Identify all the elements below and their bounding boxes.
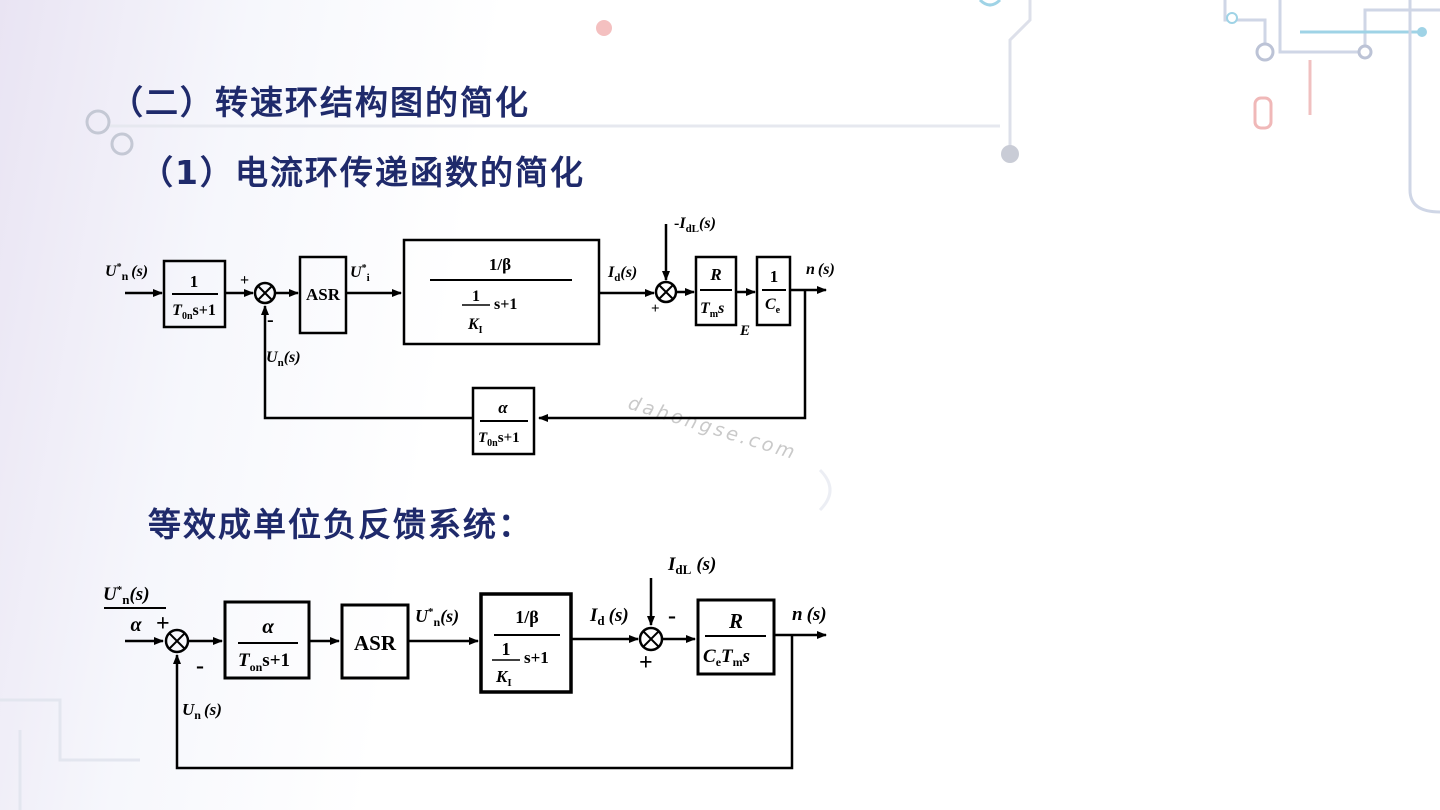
d1-asr-label: ASR <box>306 285 341 304</box>
d1-feedback-block <box>471 386 536 456</box>
d1-sum1-plus: + <box>240 272 249 289</box>
diagram-1 <box>125 224 827 456</box>
d1-id-label: Id(s) <box>607 264 637 284</box>
svg-text:Ce: Ce <box>765 296 781 316</box>
svg-text:1: 1 <box>190 272 199 291</box>
svg-text:s+1: s+1 <box>524 648 549 667</box>
d2-sum2-minus: - <box>668 603 676 629</box>
d1-ui-label: U*i <box>350 263 370 284</box>
svg-text:α: α <box>498 398 508 417</box>
svg-text:1/β: 1/β <box>489 255 511 274</box>
page-title: （二）转速环结构图的简化 <box>110 83 530 122</box>
svg-text:R: R <box>728 609 743 633</box>
d2-sum2-plus: + <box>639 650 653 676</box>
d1-e-label: E <box>739 323 750 339</box>
svg-text:Tms: Tms <box>700 300 724 320</box>
d2-plant-block <box>696 598 776 676</box>
d1-disturbance-label: -IdL(s) <box>674 215 716 235</box>
svg-text:CeTms: CeTms <box>703 646 750 669</box>
diagram-1-labels: U*n(s) 1 T0ns+1 + - ASR U*i 1/β 1 s+1 KI… <box>105 215 835 449</box>
svg-text:1: 1 <box>472 288 480 305</box>
diagram-2 <box>104 578 827 770</box>
d1-input-label: U*n(s) <box>105 262 148 283</box>
svg-text:1: 1 <box>770 267 779 286</box>
svg-text:1/β: 1/β <box>515 607 538 627</box>
svg-text:T0ns+1: T0ns+1 <box>172 302 216 322</box>
d1-output-label: n(s) <box>806 261 835 278</box>
d1-asr-block <box>298 255 348 335</box>
d2-unstar-label: U*n(s) <box>415 606 459 629</box>
d1-sum1-minus: - <box>267 309 274 331</box>
d2-input-label: U*n(s) <box>103 584 150 607</box>
svg-text:α: α <box>262 614 274 638</box>
d2-output-label: n(s) <box>792 604 827 625</box>
d1-un-label: Un(s) <box>266 349 301 369</box>
d2-asr-label: ASR <box>354 631 397 655</box>
d2-un-label: Un(s) <box>182 700 222 722</box>
svg-text:KI: KI <box>495 667 512 689</box>
svg-text:KI: KI <box>467 316 483 336</box>
d2-sum1-plus: + <box>156 611 170 637</box>
d2-id-label: Id(s) <box>589 605 629 628</box>
section-subtitle: （1）电流环传递函数的简化 <box>140 153 585 192</box>
d2-sum1-minus: - <box>196 653 204 679</box>
svg-text:s+1: s+1 <box>494 296 517 313</box>
svg-text:R: R <box>709 265 721 284</box>
svg-text:α: α <box>130 614 142 636</box>
d2-current-loop-block <box>479 592 573 694</box>
diagram-2-labels: U*n(s) α + - α Tons+1 ASR U*n(s) 1/β 1 s… <box>103 554 827 722</box>
d2-disturbance-label: IdL(s) <box>667 554 716 577</box>
svg-text:Tons+1: Tons+1 <box>238 650 290 674</box>
svg-text:+: + <box>651 301 660 317</box>
svg-text:T0ns+1: T0ns+1 <box>478 430 520 449</box>
d1-feedback-line <box>538 290 807 422</box>
svg-text:1: 1 <box>502 639 511 659</box>
section-label: 等效成单位负反馈系统： <box>148 505 533 544</box>
d2-feedback-line <box>173 635 794 770</box>
